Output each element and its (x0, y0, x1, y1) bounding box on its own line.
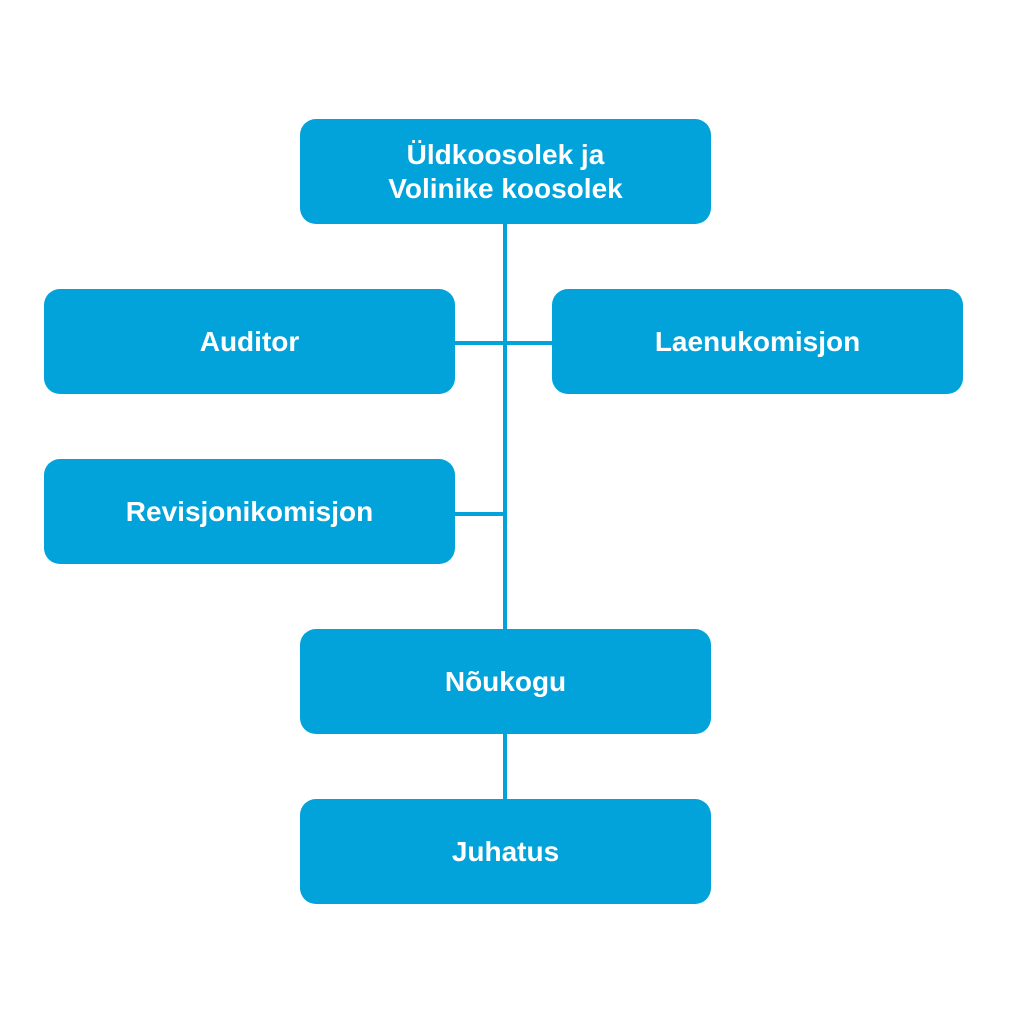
node-loan-committee-label: Laenukomisjon (654, 325, 861, 357)
node-audit-committee-label: Revisjonikomisjon (125, 495, 374, 527)
node-loan-committee: Laenukomisjon (552, 289, 963, 394)
node-auditor: Auditor (44, 289, 455, 394)
node-auditor-label: Auditor (199, 325, 300, 357)
node-general-meeting-label: Üldkoosolek ja Volinike koosolek (388, 138, 623, 204)
node-council-label: Nõukogu (444, 665, 567, 697)
node-audit-committee: Revisjonikomisjon (44, 459, 455, 564)
node-council: Nõukogu (300, 629, 711, 734)
node-board-label: Juhatus (451, 835, 560, 867)
node-general-meeting: Üldkoosolek ja Volinike koosolek (300, 119, 711, 224)
node-board: Juhatus (300, 799, 711, 904)
